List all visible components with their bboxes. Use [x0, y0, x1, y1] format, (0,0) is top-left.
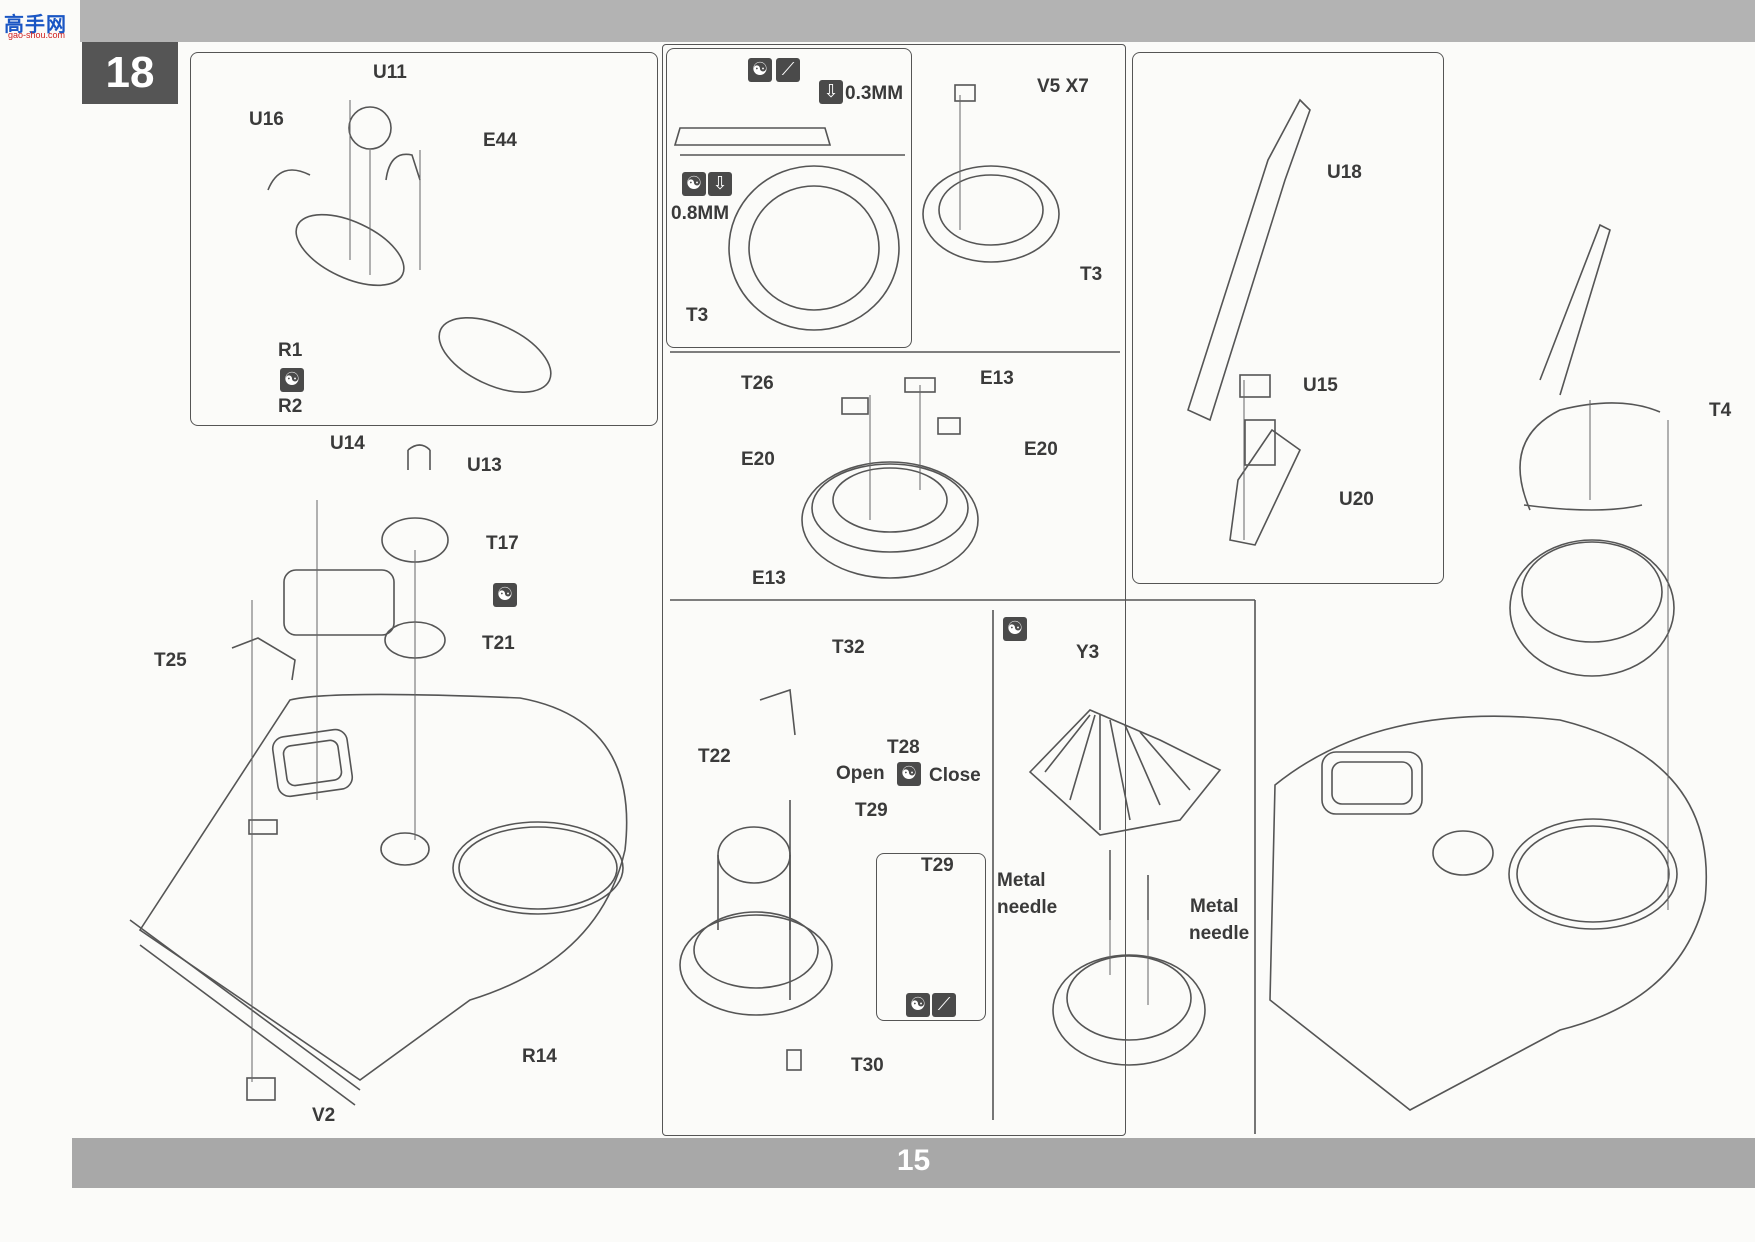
- label-t29: T29: [855, 800, 888, 821]
- label-y3: Y3: [1076, 642, 1100, 663]
- label-t4: T4: [1709, 400, 1732, 421]
- label-needle-left: needle: [997, 897, 1058, 918]
- drill-icon: ⇩: [819, 80, 843, 104]
- panel-t29-detail: [876, 853, 986, 1021]
- label-open: Open: [836, 763, 885, 784]
- label-metal-left: Metal: [997, 870, 1046, 891]
- panel-machine-gun: [1132, 52, 1444, 584]
- label-t17: T17: [486, 533, 519, 554]
- cut-icon: ⟋: [932, 993, 956, 1017]
- bottom-band: 15: [72, 1138, 1755, 1188]
- label-v2: V2: [312, 1105, 336, 1126]
- panel-drill: [666, 48, 912, 348]
- label-t3-left: T3: [686, 305, 709, 326]
- panel-turret-frame: [662, 44, 1126, 1136]
- label-e20-right: E20: [1024, 439, 1058, 460]
- label-e44: E44: [483, 130, 517, 151]
- logo-url: gao-shou.com: [8, 30, 66, 40]
- label-u18: U18: [1327, 162, 1362, 183]
- label-t25: T25: [154, 650, 187, 671]
- label-t28: T28: [887, 737, 920, 758]
- glue-icon: ☯: [682, 172, 706, 196]
- label-u14: U14: [330, 433, 365, 454]
- logo: 高手网: [4, 14, 67, 36]
- cut-icon: ⟋: [776, 58, 800, 82]
- page-number: 15: [896, 1144, 931, 1177]
- glue-icon: ☯: [897, 762, 921, 786]
- label-t29-detail: T29: [921, 855, 954, 876]
- label-t22: T22: [698, 746, 731, 767]
- label-r14: R14: [522, 1046, 557, 1067]
- top-band: [80, 0, 1755, 42]
- label-metal-right: Metal: [1190, 896, 1239, 917]
- label-needle-right: needle: [1189, 923, 1250, 944]
- label-u13: U13: [467, 455, 502, 476]
- label-u11: U11: [373, 62, 407, 83]
- label-drill-03: 0.3MM: [845, 83, 904, 104]
- label-u20: U20: [1339, 489, 1374, 510]
- label-t32: T32: [832, 637, 865, 658]
- glue-icon: ☯: [493, 583, 517, 607]
- label-t3-right: T3: [1080, 264, 1103, 285]
- label-e20-left: E20: [741, 449, 775, 470]
- glue-icon: ☯: [748, 58, 772, 82]
- drill-icon: ⇩: [708, 172, 732, 196]
- label-t21: T21: [482, 633, 515, 654]
- label-r2: R2: [278, 396, 303, 417]
- glue-icon: ☯: [280, 368, 304, 392]
- label-u16: U16: [249, 109, 284, 130]
- label-r1: R1: [278, 340, 303, 361]
- label-close: Close: [929, 765, 981, 786]
- label-drill-08: 0.8MM: [671, 203, 730, 224]
- label-u15: U15: [1303, 375, 1338, 396]
- label-e13-bottom: E13: [752, 568, 786, 589]
- label-t30: T30: [851, 1055, 884, 1076]
- label-v5: V5 X7: [1037, 76, 1089, 97]
- glue-icon: ☯: [906, 993, 930, 1017]
- glue-icon: ☯: [1003, 617, 1027, 641]
- label-t26: T26: [741, 373, 774, 394]
- step-number: 18: [82, 42, 178, 104]
- label-e13-top: E13: [980, 368, 1014, 389]
- panel-hatch: [190, 52, 658, 426]
